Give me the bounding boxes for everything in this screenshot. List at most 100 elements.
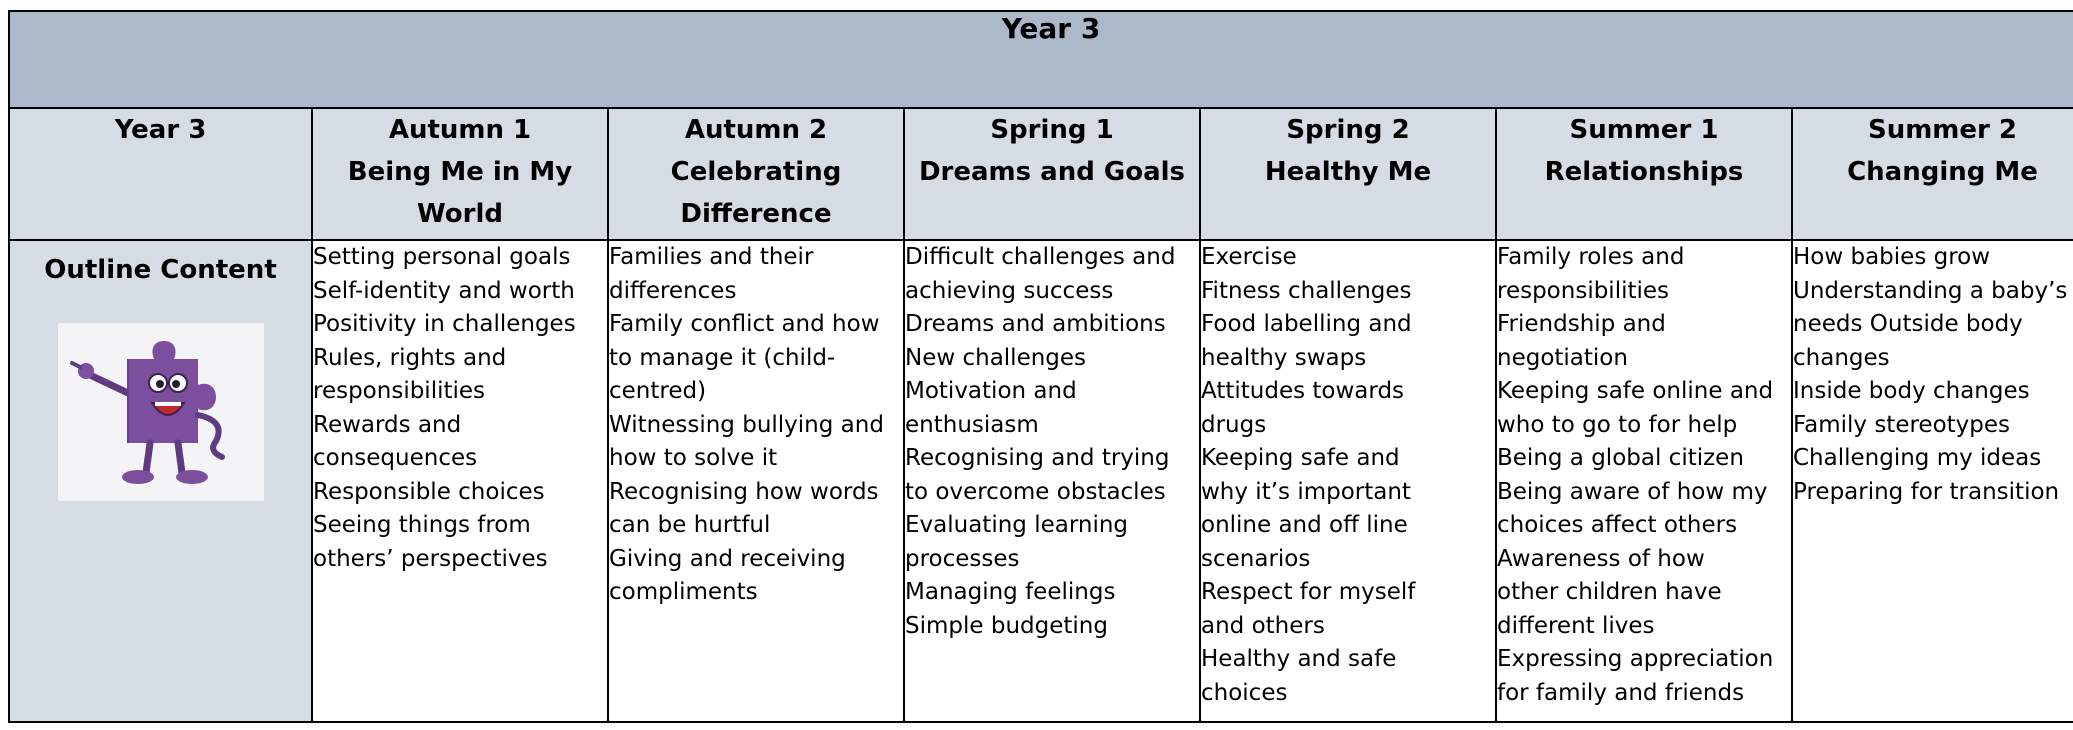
list-item: Setting personal goals <box>313 244 571 270</box>
list-item: Respect for myself <box>1201 579 1416 605</box>
list-item: achieving success <box>905 277 1114 304</box>
list-item: who to go to for help <box>1497 411 1738 438</box>
list-item: different lives <box>1497 612 1655 639</box>
term-header-autumn-2: Autumn 2 Celebrating Difference <box>607 107 905 241</box>
list-item: to manage it (child- <box>609 344 836 371</box>
term-header-summer-1: Summer 1 Relationships <box>1495 107 1793 241</box>
list-item: enthusiasm <box>905 411 1039 438</box>
list-item: Evaluating learning <box>905 512 1129 538</box>
list-item: How babies grow <box>1793 244 1991 270</box>
list-item: Keeping safe and <box>1201 445 1400 471</box>
list-item: centred) <box>609 378 707 404</box>
list-item: to overcome obstacles <box>905 478 1166 505</box>
list-item: Being a global citizen <box>1497 445 1744 471</box>
list-item: Difficult challenges and <box>905 244 1176 270</box>
list-item: Food labelling and <box>1201 311 1412 337</box>
list-item: Family conflict and how <box>609 311 880 337</box>
topic-list: Difficult challenges and achieving succes… <box>905 241 1199 643</box>
list-item: Being aware of how my <box>1497 478 1768 505</box>
list-item: Preparing for transition <box>1793 478 2060 505</box>
list-item: others’ perspectives <box>313 545 548 572</box>
list-item: how to solve it <box>609 445 778 471</box>
list-item: Giving and receiving <box>609 545 846 572</box>
list-item: choices <box>1201 679 1288 706</box>
list-item: Responsible choices <box>313 478 545 505</box>
term-header-spring-2: Spring 2 Healthy Me <box>1199 107 1497 241</box>
list-item: Self-identity and worth <box>313 277 575 304</box>
list-item: New challenges <box>905 344 1087 371</box>
list-item: compliments <box>609 579 758 605</box>
list-item: Understanding a baby’s <box>1793 277 2068 304</box>
term-label: Autumn 1 <box>388 115 532 145</box>
list-item: Witnessing bullying and <box>609 411 884 438</box>
theme-label: Being Me in My <box>347 157 573 187</box>
list-item: Dreams and ambitions <box>905 311 1166 337</box>
term-label: Summer 1 <box>1569 115 1719 145</box>
list-item: Family stereotypes <box>1793 411 2011 438</box>
content-row: Outline Content <box>8 239 2073 723</box>
list-item: Expressing appreciation <box>1497 646 1774 672</box>
term-label: Spring 1 <box>990 115 1114 145</box>
list-item: Awareness of how <box>1497 545 1705 572</box>
list-item: for family and friends <box>1497 679 1745 706</box>
list-item: Motivation and <box>905 378 1077 404</box>
table-title: Year 3 <box>8 10 2073 109</box>
header-row: Year 3 Autumn 1 Being Me in My World Aut… <box>8 107 2073 241</box>
list-item: needs Outside body <box>1793 311 2023 337</box>
list-item: healthy swaps <box>1201 344 1367 371</box>
list-item: Simple budgeting <box>905 612 1108 639</box>
list-item: Fitness challenges <box>1201 277 1412 304</box>
list-item: responsibilities <box>1497 277 1670 304</box>
theme-label: Celebrating <box>670 157 842 187</box>
theme-label: World <box>417 199 503 229</box>
list-item: processes <box>905 545 1020 572</box>
term-label: Summer 2 <box>1867 115 2018 145</box>
term-header-autumn-1: Autumn 1 Being Me in My World <box>311 107 609 241</box>
list-item: Inside body changes <box>1793 378 2030 404</box>
list-item: choices affect others <box>1497 512 1738 538</box>
list-item: Friendship and <box>1497 311 1666 337</box>
list-item: can be hurtful <box>609 512 771 538</box>
term-header-spring-1: Spring 1 Dreams and Goals <box>903 107 1201 241</box>
list-item: Seeing things from <box>313 512 531 538</box>
list-item: responsibilities <box>313 378 486 404</box>
curriculum-overview: Year 3 Year 3 Autumn 1 Being Me in My Wo… <box>8 10 2073 730</box>
theme-label: Healthy Me <box>1264 157 1432 187</box>
outline-cell: Outline Content <box>8 239 313 723</box>
list-item: online and off line <box>1201 512 1408 538</box>
curriculum-table: Year 3 Year 3 Autumn 1 Being Me in My Wo… <box>8 10 2073 723</box>
list-item: Family roles and <box>1497 244 1685 270</box>
list-item: consequences <box>313 445 478 471</box>
list-item: scenarios <box>1201 545 1311 572</box>
list-item: other children have <box>1497 579 1722 605</box>
list-item: Positivity in challenges <box>313 311 576 337</box>
list-item: Challenging my ideas <box>1793 445 2042 471</box>
term-header-summer-2: Summer 2 Changing Me <box>1790 107 2073 241</box>
theme-label: Difference <box>680 199 832 229</box>
list-item: Rules, rights and <box>313 344 507 371</box>
list-item: Rewards and <box>313 411 462 438</box>
list-item: Recognising and trying <box>905 445 1170 471</box>
list-item: differences <box>609 277 737 304</box>
theme-label: Changing Me <box>1847 157 2038 187</box>
row-header-cell: Year 3 <box>8 107 313 241</box>
list-item: Attitudes towards <box>1201 378 1405 404</box>
list-item: negotiation <box>1497 344 1628 371</box>
list-item: Families and their <box>609 244 814 270</box>
list-item: why it’s important <box>1201 478 1411 505</box>
row-header-label: Year 3 <box>114 115 207 145</box>
list-item: Recognising how words <box>609 478 879 505</box>
list-item: changes <box>1793 344 1890 371</box>
title-row: Year 3 <box>8 10 2073 109</box>
term-label: Spring 2 <box>1286 115 1410 145</box>
content-cell-spring-1: Difficult challenges and achieving succes… <box>903 239 1201 723</box>
list-item: Healthy and safe <box>1201 646 1397 672</box>
